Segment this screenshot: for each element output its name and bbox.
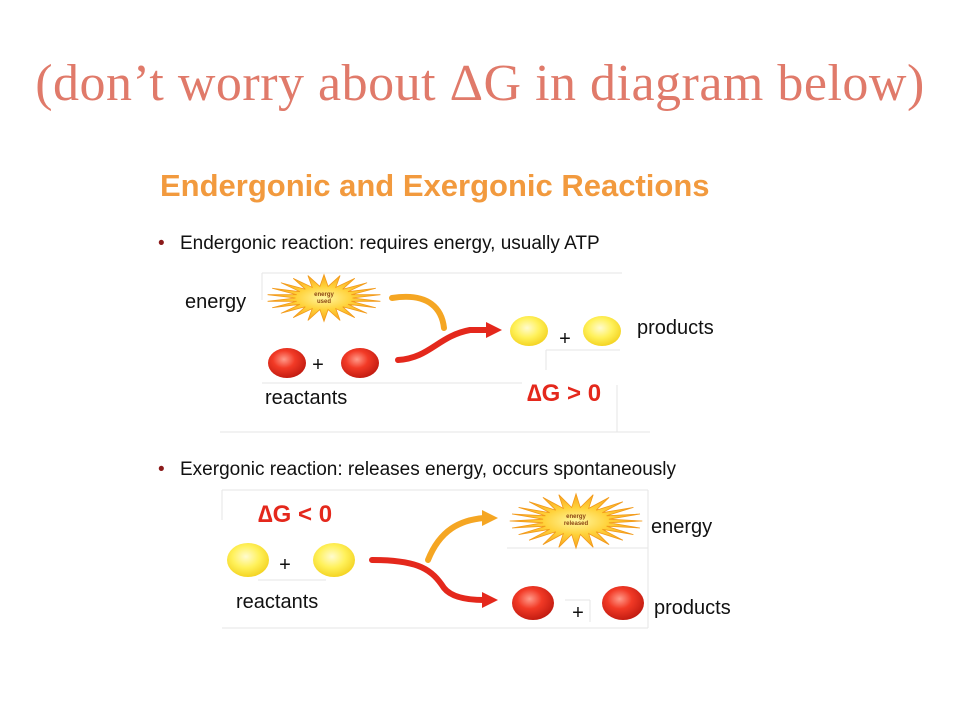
reactant-ball xyxy=(313,543,355,577)
exergonic-products: + xyxy=(512,586,644,624)
energy-released-star-icon: energy released xyxy=(509,492,643,550)
slide-title: (don’t worry about ΔG in diagram below) xyxy=(35,55,925,112)
red-reaction-arrow xyxy=(369,557,487,603)
plus-sign: + xyxy=(279,554,291,576)
endergonic-products: + xyxy=(510,316,621,350)
reactant-ball xyxy=(268,348,306,378)
plus-sign: + xyxy=(572,602,584,624)
endergonic-energy-label: energy xyxy=(185,291,247,313)
product-ball xyxy=(602,586,644,620)
endergonic-bullet: • Endergonic reaction: requires energy, u… xyxy=(158,234,600,253)
plus-sign: + xyxy=(312,354,324,376)
bullet-dot: • xyxy=(158,459,165,480)
plus-sign: + xyxy=(559,328,571,350)
arrow-head-icon xyxy=(482,510,498,526)
delta-g-positive: ∆G > 0 xyxy=(527,380,602,407)
arrow-head-icon xyxy=(486,322,502,338)
product-ball xyxy=(512,586,554,620)
exergonic-energy-label: energy xyxy=(651,516,713,538)
energy-used-star-icon: energy used xyxy=(267,273,381,323)
yellow-energy-arrow xyxy=(389,293,447,331)
star-text-line1: energy xyxy=(566,514,586,520)
yellow-energy-arrow xyxy=(425,515,487,563)
endergonic-reactants-label: reactants xyxy=(265,387,348,409)
product-ball xyxy=(583,316,621,346)
red-reaction-arrow xyxy=(395,327,491,363)
exergonic-frame xyxy=(221,489,649,629)
endergonic-frame xyxy=(220,272,650,433)
star-text-line2: used xyxy=(317,299,331,305)
endergonic-bullet-text: Endergonic reaction: requires energy, us… xyxy=(180,233,600,254)
delta-g-negative: ∆G < 0 xyxy=(258,501,333,528)
figure-title: Endergonic and Exergonic Reactions xyxy=(160,168,710,203)
endergonic-arrows xyxy=(389,293,502,363)
star-text-line2: released xyxy=(564,521,589,527)
endergonic-products-label: products xyxy=(637,317,714,339)
exergonic-reactants-label: reactants xyxy=(236,591,319,613)
bullet-dot: • xyxy=(158,233,165,254)
exergonic-bullet-text: Exergonic reaction: releases energy, occ… xyxy=(180,459,677,480)
exergonic-products-label: products xyxy=(654,597,731,619)
star-text-line1: energy xyxy=(314,292,334,298)
exergonic-bullet: • Exergonic reaction: releases energy, oc… xyxy=(158,460,676,479)
endergonic-reactants: + xyxy=(268,348,379,378)
reactant-ball xyxy=(341,348,379,378)
product-ball xyxy=(510,316,548,346)
exergonic-reactants: + xyxy=(227,543,355,577)
arrow-head-icon xyxy=(482,592,498,608)
reactant-ball xyxy=(227,543,269,577)
exergonic-arrows xyxy=(369,510,498,608)
